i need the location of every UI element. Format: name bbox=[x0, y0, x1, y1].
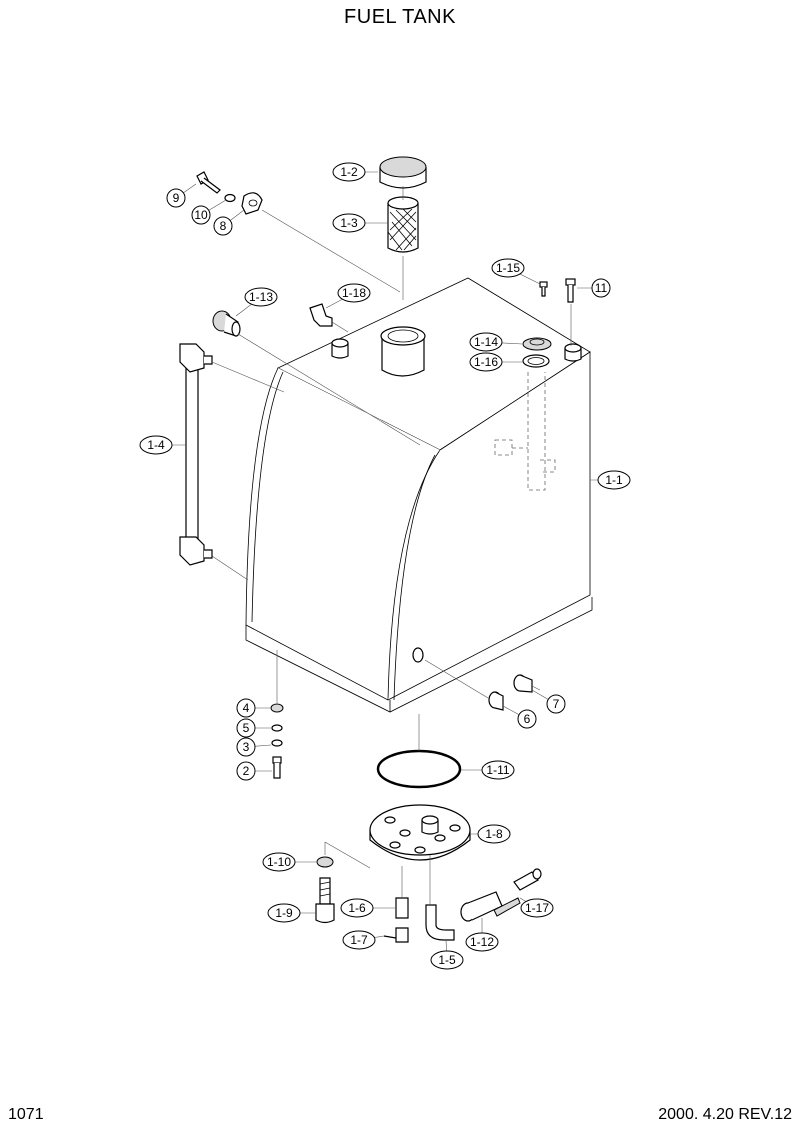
part-washer-1-10 bbox=[316, 856, 334, 868]
callout-label-7: 7 bbox=[553, 697, 560, 711]
callout-bubble-2 bbox=[236, 761, 256, 781]
callout-label-1-11: 1-11 bbox=[486, 763, 509, 777]
callout-label-1-14: 1-14 bbox=[474, 335, 498, 349]
page-title: FUEL TANK bbox=[344, 6, 456, 28]
callout-bubble-1-15 bbox=[491, 258, 525, 278]
callout-label-1-6: 1-6 bbox=[348, 901, 366, 915]
part-plug-6 bbox=[488, 691, 504, 711]
part-washer-3 bbox=[271, 739, 283, 747]
callout-bubble-1-4 bbox=[139, 435, 173, 455]
part-fitting-7 bbox=[513, 674, 533, 693]
callout-bubble-1-2 bbox=[332, 162, 366, 182]
callout-bubble-1-16 bbox=[469, 352, 503, 372]
callout-label-10: 10 bbox=[194, 208, 208, 222]
callout-label-1-5: 1-5 bbox=[438, 953, 456, 967]
fuel-tank-body bbox=[245, 277, 593, 713]
callout-label-1-18: 1-18 bbox=[342, 286, 366, 300]
part-filler-cap bbox=[379, 156, 427, 189]
part-screw-1-15 bbox=[539, 281, 548, 297]
part-bolt-2 bbox=[272, 756, 282, 779]
callout-bubble-1-9 bbox=[267, 903, 301, 923]
part-level-gauge-1-4 bbox=[179, 343, 213, 566]
callout-label-11: 11 bbox=[595, 281, 608, 295]
callout-label-1-7: 1-7 bbox=[350, 933, 368, 947]
callout-label-1-8: 1-8 bbox=[485, 827, 503, 841]
part-bolt-11 bbox=[565, 278, 576, 303]
callout-bubble-1-3 bbox=[332, 213, 366, 233]
callout-label-2: 2 bbox=[243, 764, 250, 778]
callout-bubble-1-13 bbox=[244, 287, 278, 307]
callout-bubble-9 bbox=[166, 188, 186, 208]
callout-label-1-12: 1-12 bbox=[470, 935, 494, 949]
callout-bubble-1-5 bbox=[430, 950, 464, 970]
callout-label-1-16: 1-16 bbox=[474, 355, 498, 369]
callout-bubble-1-17 bbox=[520, 898, 554, 918]
callout-bubble-1-14 bbox=[469, 332, 503, 352]
part-strainer bbox=[387, 196, 419, 253]
callout-label-8: 8 bbox=[220, 219, 227, 233]
callout-label-1-1: 1-1 bbox=[605, 473, 623, 487]
part-washer-5 bbox=[271, 724, 283, 732]
top-port-left bbox=[331, 338, 349, 359]
part-sender-cover-1-14 bbox=[522, 337, 552, 351]
part-drain-plate-1-8 bbox=[369, 804, 471, 861]
callout-bubble-5 bbox=[236, 718, 256, 738]
callout-bubble-11 bbox=[591, 278, 611, 298]
callout-label-1-10: 1-10 bbox=[267, 855, 291, 869]
part-bolt-1-9 bbox=[315, 877, 335, 924]
callout-bubble-8 bbox=[213, 216, 233, 236]
callout-bubble-1-1 bbox=[597, 470, 631, 490]
callout-bubble-1-12 bbox=[465, 932, 499, 952]
part-washer-10 bbox=[224, 193, 236, 203]
callout-label-5: 5 bbox=[243, 721, 250, 735]
callout-label-1-2: 1-2 bbox=[340, 165, 358, 179]
callout-bubble-1-7 bbox=[342, 930, 376, 950]
callout-bubble-1-18 bbox=[337, 283, 371, 303]
callout-bubble-6 bbox=[517, 709, 537, 729]
callout-bubble-3 bbox=[236, 737, 256, 757]
callout-label-9: 9 bbox=[173, 191, 180, 205]
callout-bubble-1-11 bbox=[481, 760, 515, 780]
fuel-sender-hidden bbox=[494, 372, 556, 491]
part-plug-1-13 bbox=[212, 310, 241, 337]
revision-stamp: 2000. 4.20 REV.12 bbox=[658, 1106, 792, 1123]
callout-bubble-1-6 bbox=[340, 898, 374, 918]
callout-bubble-10 bbox=[191, 205, 211, 225]
part-gasket-1-16 bbox=[522, 354, 550, 368]
part-nipple-1-6 bbox=[395, 897, 409, 919]
callout-label-1-13: 1-13 bbox=[249, 290, 273, 304]
callout-label-1-15: 1-15 bbox=[496, 261, 520, 275]
callout-label-3: 3 bbox=[243, 740, 250, 754]
callout-label-4: 4 bbox=[243, 701, 250, 715]
callout-label-1-3: 1-3 bbox=[340, 216, 358, 230]
part-valve-1-12 bbox=[460, 891, 521, 922]
callout-label-1-4: 1-4 bbox=[147, 438, 165, 452]
callout-bubble-1-10 bbox=[262, 852, 296, 872]
part-cock-1-7 bbox=[383, 927, 409, 943]
page-number: 1071 bbox=[8, 1106, 44, 1123]
callout-bubble-7 bbox=[546, 694, 566, 714]
part-bolt-9 bbox=[196, 171, 221, 194]
part-fitting-1-17 bbox=[513, 868, 542, 891]
callout-bubble-1-8 bbox=[477, 824, 511, 844]
callout-label-1-9: 1-9 bbox=[275, 906, 293, 920]
callout-bubble-4 bbox=[236, 698, 256, 718]
part-elbow-1-18 bbox=[309, 303, 333, 327]
part-clamp-8 bbox=[241, 192, 263, 215]
callout-label-1-17: 1-17 bbox=[525, 901, 549, 915]
part-elbow-1-5 bbox=[425, 904, 455, 941]
callout-label-6: 6 bbox=[524, 712, 531, 726]
part-washer-4 bbox=[270, 703, 284, 713]
filler-neck bbox=[380, 326, 426, 377]
top-port-right bbox=[564, 343, 582, 362]
part-o-ring-1-11 bbox=[376, 749, 462, 789]
